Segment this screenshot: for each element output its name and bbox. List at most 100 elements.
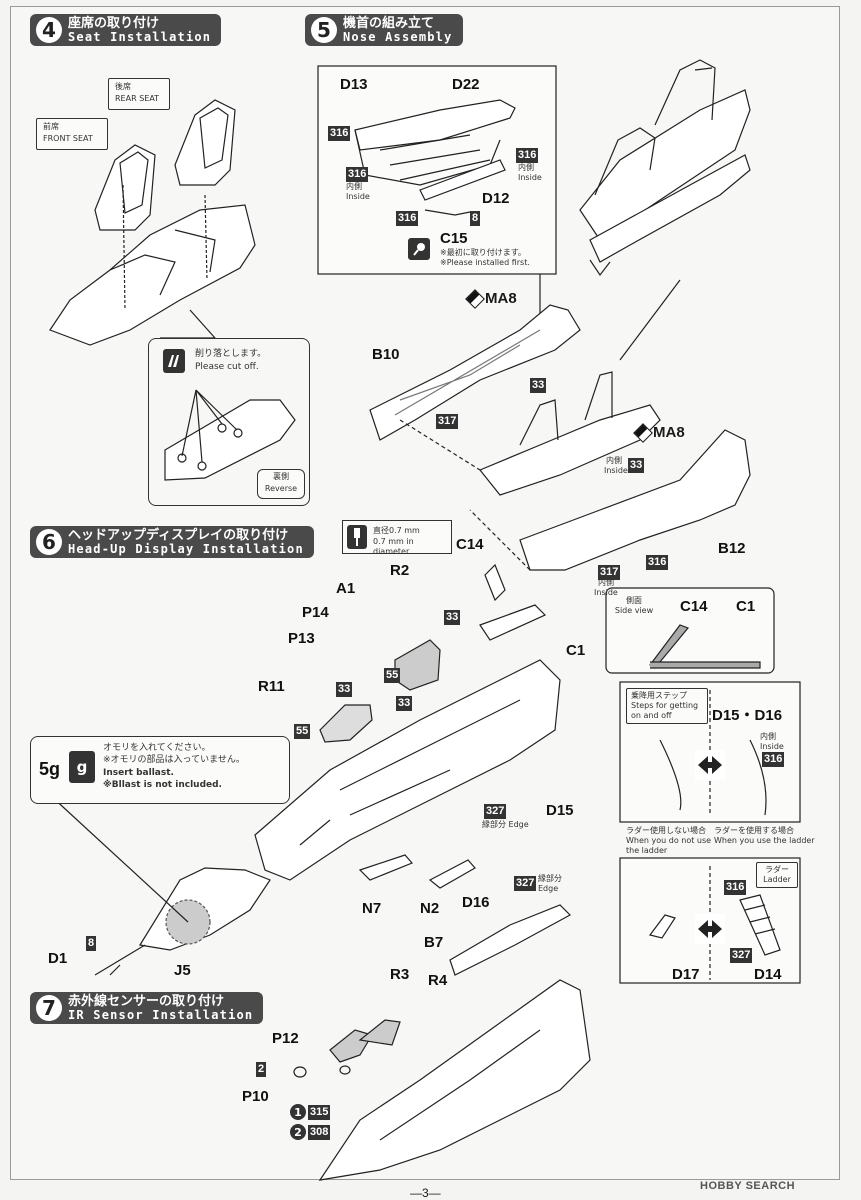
part-n2: N2 xyxy=(420,900,440,917)
drill-label-en: 0.7 mm in diameter xyxy=(373,537,414,556)
part-d14: D14 xyxy=(754,966,782,983)
part-d15: D15 xyxy=(546,802,574,819)
color-316-f: 316 xyxy=(762,752,785,767)
drill-label-jp: 直径0.7 mm xyxy=(373,526,420,535)
side-view-caption: 側面 Side view xyxy=(612,596,653,620)
front-seat-callout: 前席 FRONT SEAT xyxy=(36,118,108,150)
page-number: —3— xyxy=(410,1186,441,1200)
part-n7: N7 xyxy=(362,900,382,917)
inside-label-en-d: Inside xyxy=(594,588,618,597)
fuselage-b12-drawing xyxy=(519,429,751,571)
part-d15-d16: D15・D16 xyxy=(712,707,783,724)
ballast-box: 5g g オモリを入れてください。 ※オモリの部品は入っていません。 Inser… xyxy=(30,736,290,804)
part-r3: R3 xyxy=(390,966,410,983)
marking-ma8-a: MA8 xyxy=(465,288,517,309)
edge-jp-a: 縁部分 xyxy=(482,820,506,829)
part-b10: B10 xyxy=(372,346,400,363)
color-315: 315 xyxy=(308,1104,331,1120)
step-4-title-jp: 座席の取り付け xyxy=(68,16,160,31)
reverse-label-jp: 裏側 xyxy=(273,472,289,481)
step-5-header: 5 機首の組み立て Nose Assembly xyxy=(305,14,463,47)
inside-label-en-c: Inside xyxy=(604,466,628,475)
rear-seat-callout: 後席 REAR SEAT xyxy=(108,78,170,110)
color-317-b: 317 xyxy=(598,565,621,580)
edge-en-a: Edge xyxy=(508,820,529,829)
reverse-label-en: Reverse xyxy=(264,484,298,493)
color-316-b: 316 xyxy=(346,167,369,182)
rear-seat-label-en: REAR SEAT xyxy=(115,94,160,103)
part-d12: D12 xyxy=(482,190,510,207)
cut-off-box: 削り落とします。 Please cut off. 裏側 Reverse xyxy=(148,338,310,506)
edge-label-a: 縁部分 Edge xyxy=(482,820,529,830)
d12-part xyxy=(419,159,506,201)
part-j5: J5 xyxy=(174,962,191,979)
side-view-label-en: Side view xyxy=(614,606,654,615)
no-ladder-en-1: When you do not use xyxy=(626,836,712,845)
no-ladder-en-2: the ladder xyxy=(626,846,668,855)
cut-off-label-jp: 削り落とします。 xyxy=(195,349,267,359)
color-308: 308 xyxy=(308,1124,331,1140)
rear-seat-drawing xyxy=(174,99,236,186)
color-316-e: 316 xyxy=(646,555,669,570)
step-5-number: 5 xyxy=(311,17,337,44)
drill-box: 直径0.7 mm 0.7 mm in diameter xyxy=(342,520,452,556)
cockpit-tub-drawing xyxy=(49,204,256,346)
d22-part xyxy=(354,99,516,151)
part-r11: R11 xyxy=(258,678,285,695)
marking-icon xyxy=(633,422,653,443)
step-circle-1: 1 xyxy=(290,1104,306,1120)
knife-icon xyxy=(163,349,185,373)
weight-icon: g xyxy=(69,751,95,783)
cut-off-label-en: Please cut off. xyxy=(195,362,259,372)
step-7-title-en: IR Sensor Installation xyxy=(68,1007,254,1022)
color-8: 8 xyxy=(470,211,481,226)
c1-panel xyxy=(479,604,547,641)
front-seat-drawing xyxy=(94,144,156,231)
color-55-b: 55 xyxy=(294,724,311,739)
marking-icon xyxy=(465,288,485,309)
n7-part xyxy=(358,854,414,881)
nose-lower-drawing xyxy=(318,979,591,1181)
d13-part xyxy=(354,129,501,186)
glue-icon xyxy=(408,238,430,260)
ladder-label-en: Ladder xyxy=(763,875,791,884)
part-d13: D13 xyxy=(340,76,368,93)
ir-sensor-r3 xyxy=(329,1029,373,1063)
edge-label-jp-b: 縁部分 xyxy=(538,874,562,883)
ladder-drawing xyxy=(739,894,781,956)
step-4-number: 4 xyxy=(36,17,62,44)
n2-part xyxy=(428,859,476,889)
steps-label-en-2: on and off xyxy=(631,711,672,720)
color-step-1: 1 315 xyxy=(290,1104,331,1120)
rear-seat-label-jp: 後席 xyxy=(115,82,131,91)
part-c1-a: C1 xyxy=(566,642,586,659)
part-b7: B7 xyxy=(424,934,444,951)
d17-drawing xyxy=(648,914,676,939)
part-a1: A1 xyxy=(336,580,356,597)
front-seat-label-en: FRONT SEAT xyxy=(43,134,93,143)
color-327-c: 327 xyxy=(514,876,537,891)
part-c1-b: C1 xyxy=(736,598,756,615)
steps-label-en-1: Steps for getting xyxy=(631,701,699,710)
color-316-c: 316 xyxy=(516,148,539,163)
part-d1: D1 xyxy=(48,950,68,967)
ladder-label-jp: ラダー xyxy=(765,865,789,874)
part-p14: P14 xyxy=(302,604,329,621)
inside-label-en-b: Inside xyxy=(518,173,542,182)
step-7-number: 7 xyxy=(36,995,62,1022)
edge-label-en-b: Edge xyxy=(538,884,559,893)
color-33-b: 33 xyxy=(628,458,645,473)
step-5-title-jp: 機首の組み立て xyxy=(343,16,435,31)
color-33-e: 33 xyxy=(396,696,413,711)
part-p12: P12 xyxy=(272,1030,299,1047)
step-circle-2: 2 xyxy=(290,1124,306,1140)
inside-label-en-e: Inside xyxy=(760,742,784,751)
part-c15: C15 xyxy=(440,230,468,247)
b7-part xyxy=(449,904,571,976)
ir-sensor-r4 xyxy=(358,1019,401,1046)
ballast-en-2: ※Bllast is not included. xyxy=(103,780,222,790)
forward-fuselage-drawing xyxy=(254,659,561,881)
marking-ma8-b-label: MA8 xyxy=(653,424,685,441)
assembled-tray-drawing xyxy=(589,154,751,263)
step-4-header: 4 座席の取り付け Seat Installation xyxy=(30,14,222,47)
